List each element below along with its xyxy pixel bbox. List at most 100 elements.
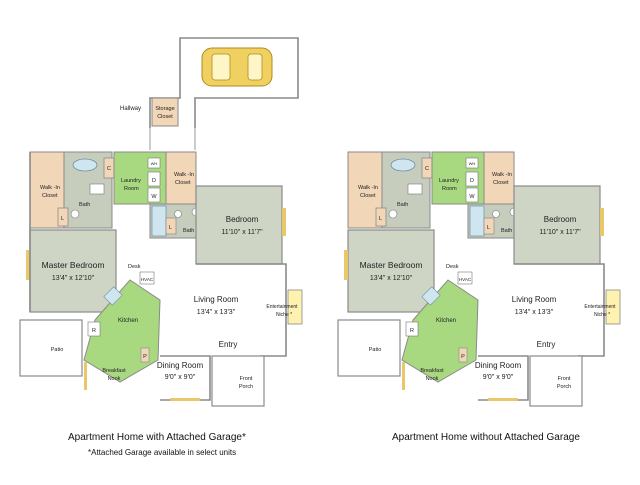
tub-icon xyxy=(72,158,98,172)
living-dim: 13'4" x 13'3" xyxy=(515,309,554,316)
master-label: Master Bedroom xyxy=(42,260,105,270)
master-window xyxy=(26,250,30,280)
l-label: L xyxy=(61,216,64,222)
kitchen-sink xyxy=(103,286,123,306)
bedroom-label: Bedroom xyxy=(226,215,259,224)
walk-in-right-label-2: Closet xyxy=(175,180,191,186)
toilet-icon xyxy=(388,209,398,219)
laundry-label: Laundry xyxy=(439,178,459,184)
master-dim: 13'4" x 12'10" xyxy=(370,275,413,282)
bath-right-label: Bath xyxy=(183,228,194,234)
porch-label-2: Porch xyxy=(557,384,571,390)
dining-label: Dining Room xyxy=(475,361,522,370)
hvac xyxy=(457,271,473,285)
nook-window xyxy=(402,362,405,390)
living-label: Living Room xyxy=(194,295,239,304)
patio-label: Patio xyxy=(369,347,382,353)
bath-right-label: Bath xyxy=(501,228,512,234)
sink-icon xyxy=(407,183,423,195)
caption-without-garage: Apartment Home without Attached Garage xyxy=(392,432,580,443)
r-label: R xyxy=(92,328,96,334)
breakfast-label-2: Nook xyxy=(108,376,121,382)
living-dim: 13'4" x 13'3" xyxy=(197,309,236,316)
bedroom xyxy=(195,185,283,265)
shower-icon xyxy=(469,205,485,237)
walk-in-left-label: Walk -In xyxy=(40,185,60,191)
bedroom-window xyxy=(282,208,286,236)
kitchen-label: Kitchen xyxy=(118,318,138,324)
entertain-label-2: Niche * xyxy=(594,312,610,318)
master-window xyxy=(344,250,348,280)
l2-label: L xyxy=(169,225,172,231)
car-windshield xyxy=(211,53,231,81)
dryer-label: D xyxy=(470,178,474,184)
front-porch xyxy=(529,355,583,407)
linen-l xyxy=(375,207,387,227)
entertainment-niche xyxy=(287,289,303,325)
refrigerator xyxy=(87,321,101,337)
entertain-label: Entertainment xyxy=(266,304,298,310)
storage-label: Storage xyxy=(155,106,174,112)
p-label: P xyxy=(461,354,465,360)
bedroom-dim: 11'10" x 11'7" xyxy=(221,229,263,236)
wh-label: WH xyxy=(469,161,476,166)
entertainment-niche xyxy=(605,289,621,325)
living-room-wall xyxy=(514,263,605,357)
shower-icon xyxy=(151,205,167,237)
patio xyxy=(337,319,401,377)
dining-window xyxy=(170,398,200,401)
storage-closet xyxy=(151,97,179,127)
water-heater xyxy=(465,157,479,169)
walk-in-left-label-2: Closet xyxy=(360,193,376,199)
living-room-wall xyxy=(196,263,287,357)
walk-in-right-label-2: Closet xyxy=(493,180,509,186)
walk-in-right-label: Walk -In xyxy=(492,172,512,178)
footnote-garage: *Attached Garage available in select uni… xyxy=(88,448,237,457)
hvac-label: HVAC xyxy=(459,277,472,282)
toilet-right-icon xyxy=(492,210,500,218)
dryer xyxy=(147,171,161,187)
washer-label: W xyxy=(469,194,475,200)
porch-label: Front xyxy=(558,376,571,382)
master-label: Master Bedroom xyxy=(360,260,423,270)
dryer xyxy=(465,171,479,187)
nook-window xyxy=(84,362,87,390)
walk-in-left-label: Walk -In xyxy=(358,185,378,191)
porch-label-2: Porch xyxy=(239,384,253,390)
bedroom-window xyxy=(600,208,604,236)
garage xyxy=(149,37,299,128)
linen-l2 xyxy=(165,217,177,235)
breakfast-label: Breakfast xyxy=(420,368,444,374)
pantry xyxy=(458,347,468,363)
patio-label: Patio xyxy=(51,347,64,353)
wh-label: WH xyxy=(151,161,158,166)
kitchen-label: Kitchen xyxy=(436,318,456,324)
breakfast-label-2: Nook xyxy=(426,376,439,382)
l2-label: L xyxy=(487,225,490,231)
toilet-right-icon xyxy=(174,210,182,218)
kitchen-sink xyxy=(421,286,441,306)
hvac xyxy=(139,271,155,285)
bath-left-label: Bath xyxy=(397,202,408,208)
master-bedroom xyxy=(29,229,117,313)
desk-label: Desk xyxy=(128,264,141,270)
storage-label-2: Closet xyxy=(157,114,173,120)
bedroom-dim: 11'10" x 11'7" xyxy=(539,229,581,236)
laundry-label: Laundry xyxy=(121,178,141,184)
dryer-label: D xyxy=(152,178,156,184)
washer-label: W xyxy=(151,194,157,200)
hallway-label: Hallway xyxy=(120,106,141,112)
laundry-label-2: Room xyxy=(442,186,457,192)
desk-label: Desk xyxy=(446,264,459,270)
l-label: L xyxy=(379,216,382,222)
breakfast-label: Breakfast xyxy=(102,368,126,374)
living-label: Living Room xyxy=(512,295,557,304)
bedroom-label: Bedroom xyxy=(544,215,577,224)
entry-label: Entry xyxy=(537,340,556,349)
walk-in-left-label-2: Closet xyxy=(42,193,58,199)
entertain-label-2: Niche * xyxy=(276,312,292,318)
linen-l xyxy=(57,207,69,227)
washer xyxy=(147,187,161,203)
